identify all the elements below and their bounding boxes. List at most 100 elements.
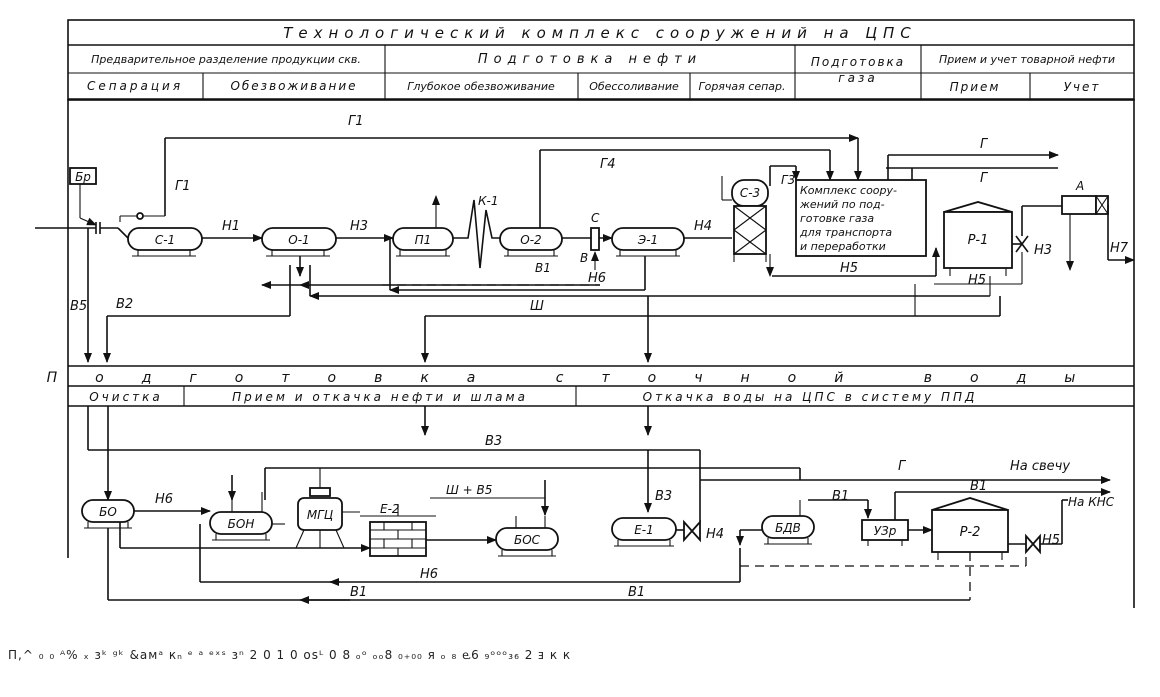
- pump-n5: [1025, 533, 1041, 555]
- label-v5: В5: [70, 299, 87, 314]
- svg-text:А: А: [1075, 179, 1084, 193]
- label-n4: Н4: [694, 219, 712, 234]
- svg-text:Е-1: Е-1: [634, 523, 654, 537]
- sub-desalting: Обессоливание: [589, 80, 679, 93]
- column-c3: С-3: [721, 176, 769, 262]
- svg-text:для транспорта: для транспорта: [799, 226, 892, 239]
- label-g-out1: Г: [980, 137, 989, 152]
- svg-text:Р-1: Р-1: [968, 233, 989, 248]
- svg-text:О-1: О-1: [288, 233, 309, 247]
- label-n7: Н7: [1110, 241, 1129, 256]
- label-v3-top: В3: [485, 434, 502, 449]
- vessel-bon: БОН: [209, 492, 273, 541]
- sub-deep-dewatering: Глубокое обезвоживание: [407, 80, 555, 93]
- dehydrator-e1: Э-1: [611, 227, 685, 257]
- svg-text:Бр: Бр: [75, 170, 91, 184]
- label-v2: В2: [116, 297, 133, 312]
- meter-a: А: [1061, 179, 1109, 215]
- label-v1-top: В1: [535, 261, 551, 275]
- label-n1: Н1: [222, 219, 240, 234]
- svg-text:Э-1: Э-1: [637, 233, 658, 247]
- label-v1-low2: В1: [628, 585, 645, 600]
- tank-e2: Е-2: [360, 502, 436, 557]
- svg-text:Комплекс соору-: Комплекс соору-: [800, 184, 897, 197]
- label-v1-right: В1: [970, 479, 987, 494]
- label-n5b: Н5: [968, 273, 986, 288]
- svg-text:С-1: С-1: [155, 233, 175, 247]
- vessel-bdv: БДВ: [761, 500, 815, 545]
- svg-text:и переработки: и переработки: [800, 240, 886, 253]
- sub-dewatering: Обезвоживание: [230, 79, 357, 93]
- label-v3-mid: В3: [655, 489, 672, 504]
- vessel-bo: БО: [81, 499, 135, 529]
- footer-noise-text: П,^ ₀ ₀ ᴬ% ₓ зᵏ ᵍᵏ &амᵃ кₙ ᵉ ᵃ ᵉˣˢ зⁿ 2 …: [8, 648, 572, 662]
- label-n3: Н3: [350, 219, 368, 234]
- reagent-br: Бр: [69, 167, 97, 226]
- label-to-candle: На свечу: [1010, 459, 1070, 474]
- label-n3b: Н3: [1034, 243, 1052, 258]
- sub-pumping: Откачка воды на ЦПС в систему ППД: [643, 390, 978, 404]
- label-g-bottom: Г: [898, 459, 907, 474]
- svg-text:МГЦ: МГЦ: [307, 508, 333, 522]
- heater-p1: П1: [392, 195, 454, 257]
- svg-text:жений по под-: жений по под-: [799, 198, 885, 211]
- pump-n3: [1015, 235, 1029, 253]
- section-gas-1: Подготовка: [811, 55, 905, 69]
- label-g1-left: Г1: [175, 179, 191, 194]
- section-commercial: Прием и учет товарной нефти: [939, 53, 1115, 66]
- section-oil: Подготовка нефти: [478, 52, 702, 67]
- vessel-e1-bottom: Е-1: [611, 517, 677, 547]
- label-k1: К-1: [478, 194, 498, 208]
- label-v1-low: В1: [350, 585, 367, 600]
- label-g-out2: Г: [980, 171, 989, 186]
- svg-text:готовке газа: готовке газа: [800, 212, 874, 225]
- label-n6-bottom: Н6: [155, 492, 173, 507]
- svg-text:БО: БО: [99, 505, 117, 519]
- label-to-kns: На КНС: [1068, 495, 1115, 509]
- gas-complex-box: Комплекс соору- жений по под- готовке га…: [795, 179, 927, 257]
- coil-k1: [453, 199, 500, 269]
- sub-accounting: Учет: [1064, 80, 1101, 94]
- water-header-table: Подготовка сточной воды Очистка Прием и …: [47, 365, 1135, 407]
- svg-text:В: В: [580, 251, 588, 265]
- label-n5: Н5: [840, 261, 858, 276]
- svg-text:БОН: БОН: [228, 517, 255, 531]
- settler-o2: О-2: [499, 227, 563, 257]
- label-n5-bottom: Н5: [1042, 533, 1060, 548]
- svg-text:Е-2: Е-2: [380, 502, 400, 516]
- label-sh-v5: Ш + В5: [446, 483, 492, 497]
- svg-text:С: С: [591, 211, 600, 225]
- svg-text:БДВ: БДВ: [775, 521, 801, 535]
- mixer-c: С В: [562, 211, 613, 270]
- svg-text:С-3: С-3: [740, 186, 760, 200]
- label-sh: Ш: [530, 299, 544, 314]
- header-title: Технологический комплекс сооружений на Ц…: [283, 24, 917, 42]
- sub-cleaning: Очистка: [89, 390, 163, 404]
- hydrocyclone-mgc: МГЦ: [295, 468, 345, 549]
- label-n4-bottom: Н4: [706, 527, 724, 542]
- svg-text:О-2: О-2: [520, 233, 541, 247]
- unit-uzr: УЗр: [861, 519, 909, 546]
- label-g3: Г3: [781, 173, 795, 187]
- sub-separation: Сепарация: [87, 79, 183, 93]
- separator-c1: С-1: [119, 212, 203, 257]
- tank-r1: Р-1: [943, 201, 1013, 276]
- settler-o1: О-1: [261, 227, 337, 257]
- section-gas-2: газа: [838, 71, 877, 85]
- section-prelim: Предварительное разделение продукции скв…: [91, 53, 361, 66]
- vessel-bos: БОС: [495, 516, 559, 557]
- svg-text:Р-2: Р-2: [960, 525, 981, 540]
- label-n6: Н6: [588, 271, 606, 286]
- svg-text:УЗр: УЗр: [874, 524, 897, 538]
- label-g4: Г4: [600, 157, 616, 172]
- pump-n4: [683, 519, 701, 543]
- sub-receive: Прием: [950, 80, 1001, 94]
- sub-hot-separation: Горячая сепар.: [698, 80, 785, 93]
- label-g1: Г1: [348, 114, 364, 129]
- svg-text:П1: П1: [415, 233, 432, 247]
- sub-sludge: Прием и откачка нефти и шлама: [232, 390, 528, 404]
- svg-text:БОС: БОС: [514, 533, 541, 547]
- tank-r2: Р-2: [931, 497, 1009, 560]
- water-title: Подготовка сточной воды: [47, 370, 1114, 386]
